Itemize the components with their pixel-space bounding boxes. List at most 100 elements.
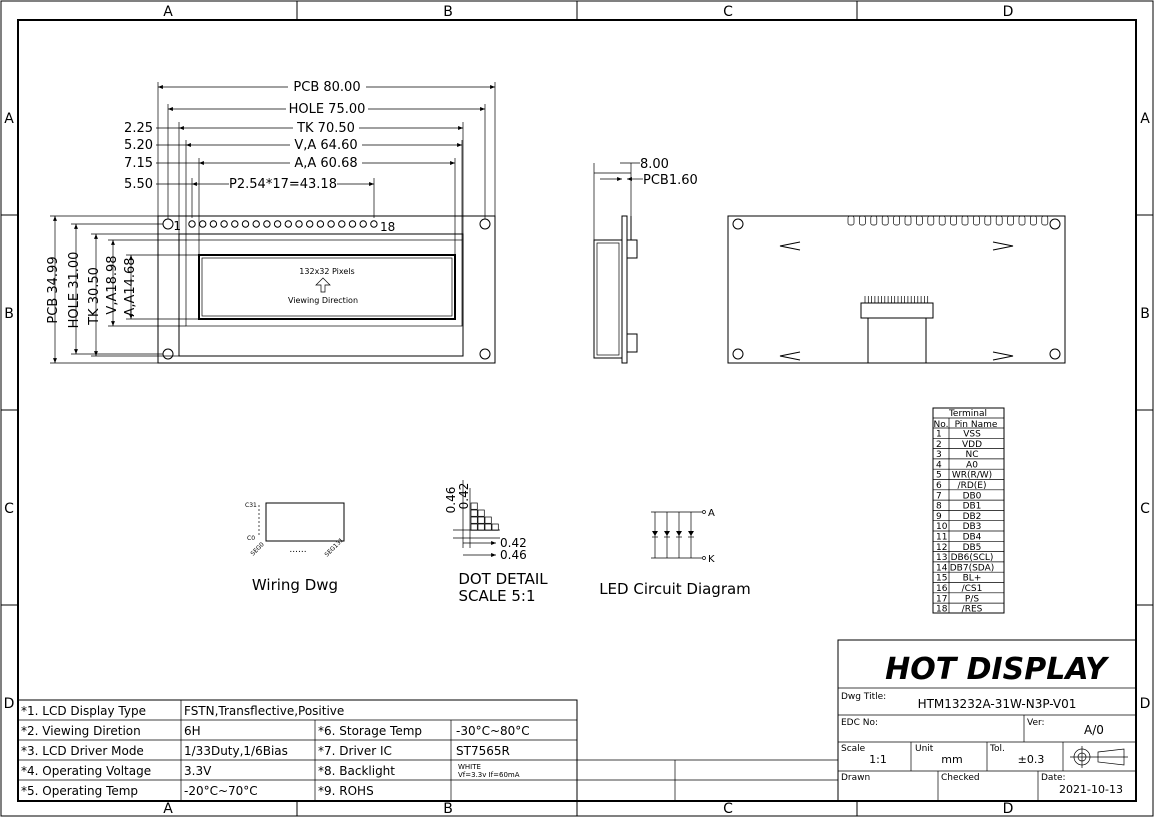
dim-aa-width: A,A 60.68 [294,156,357,171]
side-view: 8.00 PCB1.60 [593,157,698,364]
terminal-pin-no: 18 [936,605,948,615]
terminal-pin-no: 1 [936,430,942,440]
zone-row-right-b: B [1140,306,1150,322]
dot-cell [477,516,485,524]
led-diode-icon [676,531,682,536]
dot-cell [477,523,485,531]
spec-value-6: -30°C~80°C [456,724,530,738]
dot-h046: 0.46 [500,548,527,562]
dim-offset-520: 5.20 [124,138,153,153]
tk-outline [178,233,464,357]
back-pin [881,215,889,226]
va-outline [185,239,463,327]
tol-label: Tol. [989,744,1005,754]
terminal-pin-no: 2 [936,440,942,450]
back-pin [859,215,866,226]
back-pin [1007,215,1014,226]
back-pin [984,215,992,226]
back-pin [938,215,946,226]
terminal-pin-no: 8 [936,502,942,512]
spec-table: *1. LCD Display Type FSTN,Transflective,… [17,699,838,802]
tol-value: ±0.3 [1018,753,1045,766]
pin-hole [273,220,282,228]
back-pcb-outline [727,215,1066,364]
terminal-pin-no: 14 [936,563,948,573]
back-view [727,215,1066,364]
mount-hole-tr [479,218,491,230]
zone-row-right-c: C [1140,501,1150,517]
dot-cell [484,516,492,524]
pin-hole [348,220,357,228]
terminal-pin-name: /RD(E) [958,481,987,491]
dim-va-height: V,A18.98 [105,255,120,314]
dim-hole-width: HOLE 75.00 [289,102,366,117]
terminal-pin-no: 17 [936,594,947,604]
spec-label-6: *6. Storage Temp [318,724,422,738]
zone-col-bottom-c: C [723,801,733,817]
terminal-pin-no: 7 [936,491,942,501]
dim-offset-225: 2.25 [124,121,153,136]
terminal-pin-name: VSS [963,430,981,440]
dot-cell [470,502,478,510]
spec-label-2: *2. Viewing Diretion [21,724,141,738]
dot-cell [477,509,485,517]
title-block: HOT DISPLAY Dwg Title: HTM13232A-31W-N3P… [837,639,1137,802]
spec-value-8a: WHITE [458,763,481,771]
dot-detail-title: DOT DETAIL [458,570,548,588]
terminal-pin-no: 16 [936,584,948,594]
spec-value-3: 1/33Duty,1/6Bias [184,744,288,758]
spec-label-5: *5. Operating Temp [21,784,138,798]
zone-col-top-c: C [723,4,733,20]
terminal-pin-no: 5 [936,471,942,481]
spec-label-3: *3. LCD Driver Mode [21,744,144,758]
dim-pin-pitch: P2.54*17=43.18 [229,177,337,192]
terminal-pin-name: WR(R/W) [952,471,992,481]
spec-value-2: 6H [184,724,201,738]
dwg-title: HTM13232A-31W-N3P-V01 [918,697,1077,711]
zone-row-left-d: D [4,696,15,712]
led-circuit: A K LED Circuit Diagram [599,508,751,598]
dot-cell [470,516,478,524]
dot-detail: 0.46 0.42 0.42 0.46 DOT DETAIL SCALE 5:1 [444,480,548,605]
back-pin [870,215,878,226]
dim-va-width: V,A 64.60 [294,138,357,153]
dwg-title-label: Dwg Title: [841,692,886,702]
back-pin [847,215,855,226]
terminal-pin-no: 3 [936,450,942,460]
dim-tk-width: TK 70.50 [296,121,355,136]
terminal-pin-name: NC [965,450,978,460]
checked-label: Checked [941,773,980,783]
terminal-pin-no: 9 [936,512,942,522]
spec-label-8: *8. Backlight [318,764,395,778]
terminal-pin-no: 12 [936,543,947,553]
back-pin [893,215,900,226]
back-pin [1030,215,1037,226]
terminal-pin-no: 15 [936,574,947,584]
pin-hole [359,220,367,228]
wiring-title: Wiring Dwg [252,576,338,594]
side-pcb [621,215,628,364]
ver-value: A/0 [1084,723,1104,737]
led-diode-icon [688,531,694,536]
back-pin [1018,215,1026,226]
spec-label-9: *9. ROHS [318,784,374,798]
dim-offset-715: 7.15 [124,156,153,171]
viewing-direction-label: Viewing Direction [288,296,358,305]
pin-first-label: 1 [173,219,181,233]
led-anode: A [708,508,715,519]
edc-label: EDC No: [841,718,878,728]
wiring-dots: ...... [289,545,306,555]
terminal-pin-name: VDD [962,440,982,450]
back-pin [950,215,957,226]
pixels-label: 132x32 Pixels [299,267,354,276]
back-pin [916,215,923,226]
zone-row-left-b: B [4,306,14,322]
mount-hole-bl [162,348,174,360]
pin-hole [284,220,292,228]
pin-hole [316,220,325,228]
drawn-label: Drawn [841,773,870,783]
led-diode-icon [664,531,670,536]
zone-col-bottom-a: A [163,801,173,817]
pin-hole [338,220,346,228]
unit-label: Unit [915,744,934,754]
